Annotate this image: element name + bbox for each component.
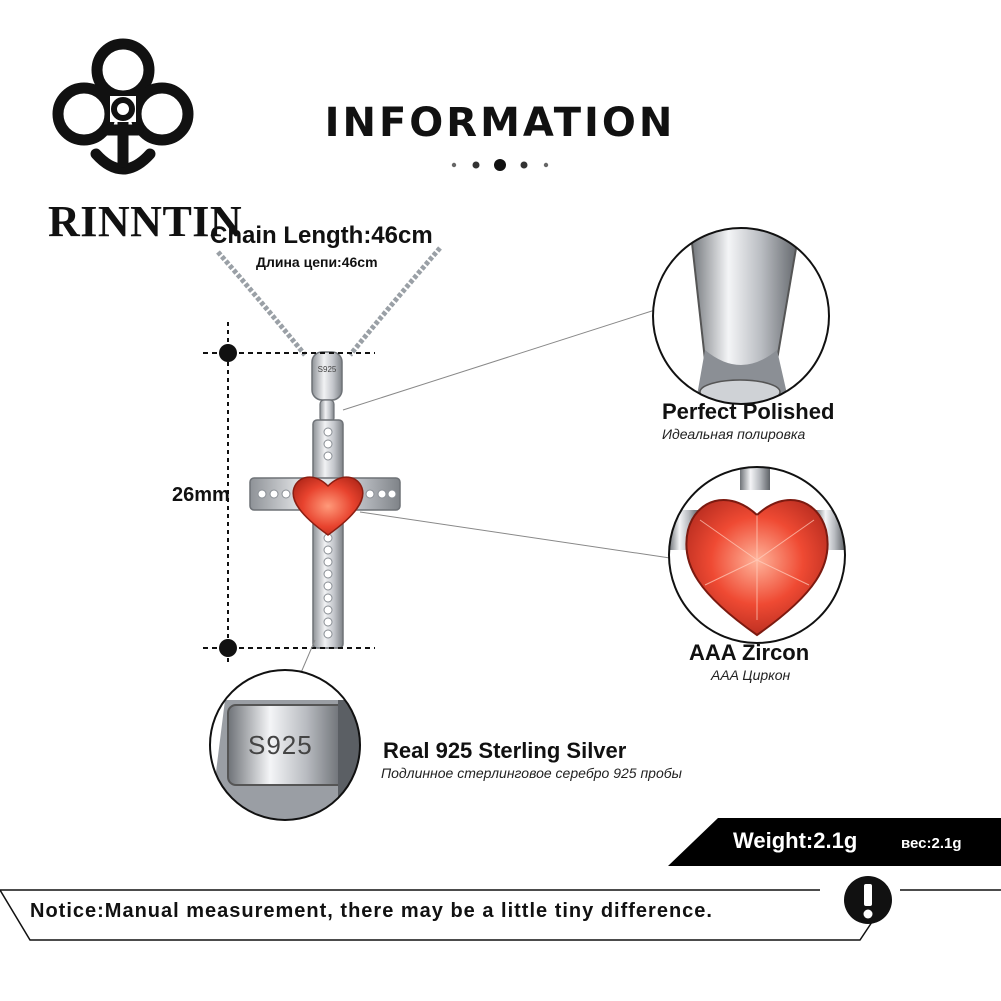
- feature-zircon-title: AAA Zircon: [689, 640, 810, 665]
- brand-name: RINNTIN: [48, 197, 243, 246]
- feature-polished-subtitle: Идеальная полировка: [662, 426, 806, 442]
- height-measurement-label: 26mm: [172, 484, 230, 506]
- title-dots-divider: [451, 159, 549, 171]
- exclamation-icon: [844, 876, 892, 924]
- notice-frame: [0, 889, 1001, 941]
- weight-label-ru: вес:2.1g: [901, 835, 962, 852]
- chain-length-label: Chain Length:46cm: [210, 222, 433, 249]
- stamp-text: S925: [248, 730, 313, 760]
- svg-text:S925: S925: [318, 365, 337, 374]
- feature-zircon-subtitle: AAA Циркон: [711, 667, 791, 683]
- brand-logo-icon: [52, 38, 194, 175]
- chain-length-label-ru: Длина цепи:46cm: [256, 254, 378, 270]
- zircon-detail-image: [668, 466, 846, 644]
- pendant-image: S925: [216, 246, 442, 649]
- weight-label: Weight:2.1g: [733, 828, 858, 853]
- notice-text: Notice:Manual measurement, there may be …: [30, 900, 713, 922]
- weight-banner: [668, 818, 1001, 866]
- feature-silver-title: Real 925 Sterling Silver: [383, 738, 627, 763]
- polished-detail-image: [652, 227, 830, 405]
- feature-polished-title: Perfect Polished: [662, 399, 835, 424]
- feature-silver-subtitle: Подлинное стерлинговое серебро 925 пробы: [381, 765, 682, 781]
- page-title: INFORMATION: [324, 100, 676, 146]
